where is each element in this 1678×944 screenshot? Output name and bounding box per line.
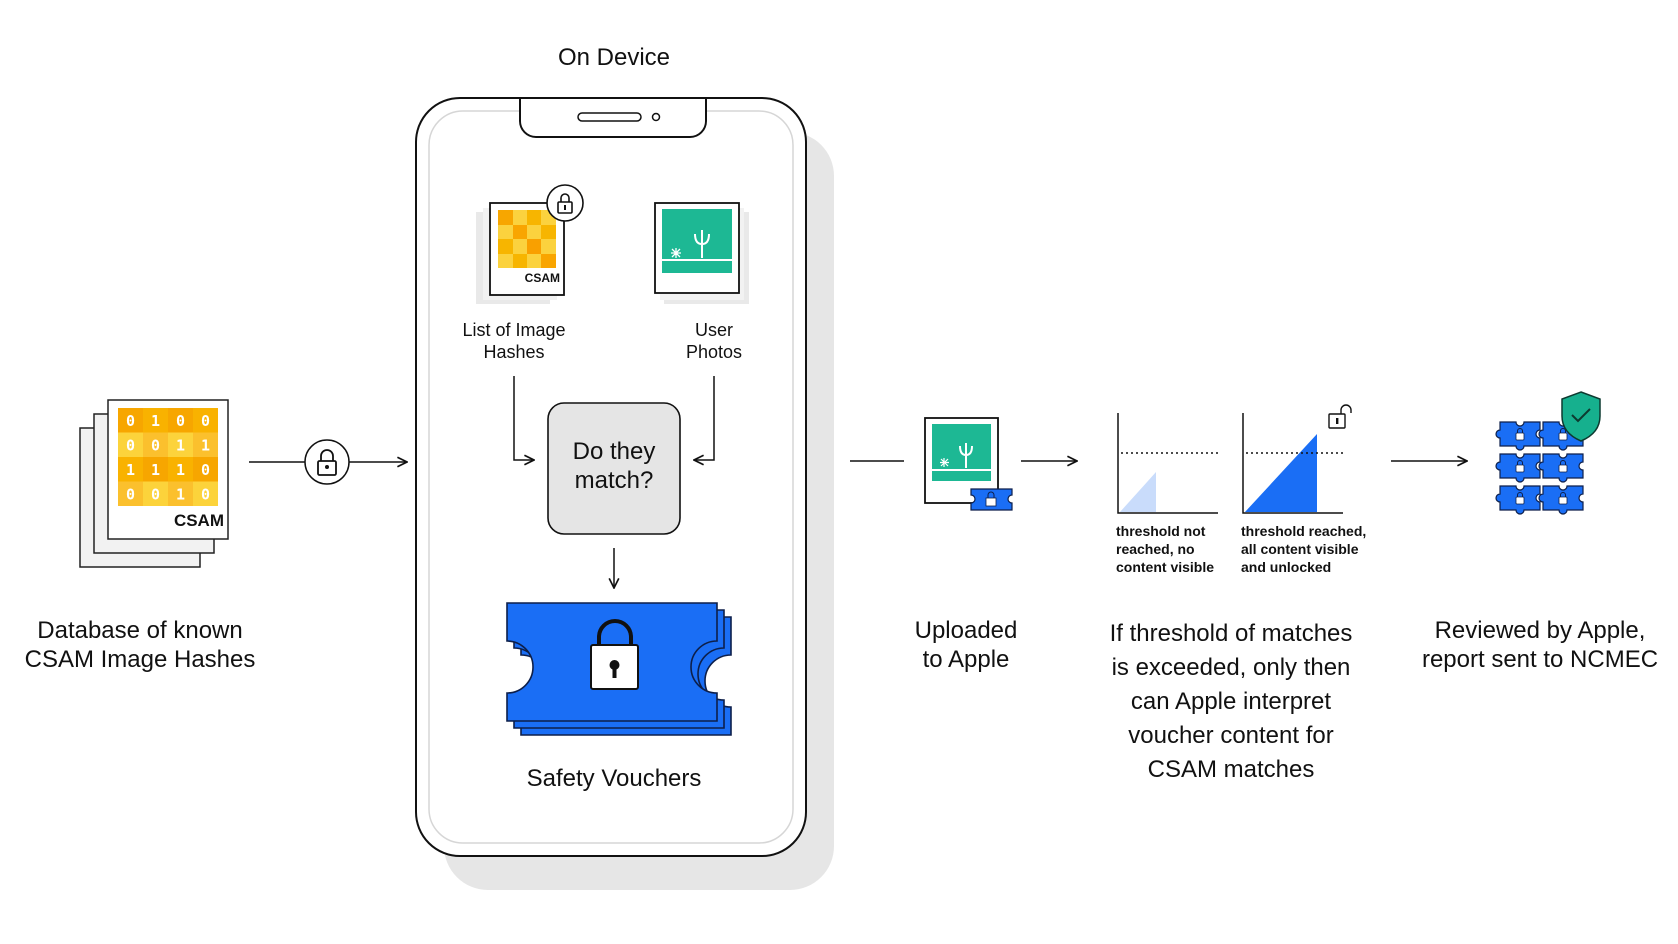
binary-digit: 0 bbox=[176, 412, 185, 430]
binary-digit: 1 bbox=[176, 461, 185, 479]
unlocked-icon bbox=[1328, 404, 1352, 429]
database-csam-badge: CSAM bbox=[173, 511, 224, 530]
binary-cell bbox=[168, 457, 193, 482]
threshold-reached-label: threshold reached, all content visible a… bbox=[1241, 523, 1367, 575]
binary-cell bbox=[193, 432, 218, 457]
threshold-not-reached-chart bbox=[1117, 413, 1218, 514]
database-caption: Database of known CSAM Image Hashes bbox=[24, 617, 256, 673]
binary-digit: 1 bbox=[151, 461, 160, 479]
binary-cell bbox=[118, 408, 143, 433]
binary-cell bbox=[193, 408, 218, 433]
match-question: Do they match? bbox=[572, 438, 656, 494]
binary-cell bbox=[168, 481, 193, 506]
lock-icon bbox=[304, 439, 350, 485]
binary-digit: 1 bbox=[151, 412, 160, 430]
binary-digit: 0 bbox=[201, 486, 210, 504]
vouchers-grid-icon bbox=[1495, 421, 1584, 515]
threshold-not-reached-label: threshold not reached, no content visibl… bbox=[1116, 523, 1215, 575]
binary-cell bbox=[168, 408, 193, 433]
binary-cell bbox=[118, 432, 143, 457]
user-photo-icon bbox=[654, 202, 749, 304]
review-caption: Reviewed by Apple, report sent to NCMEC bbox=[1421, 617, 1659, 673]
binary-digit: 0 bbox=[126, 486, 135, 504]
match-box bbox=[547, 402, 681, 535]
hash-list-icon bbox=[476, 184, 584, 304]
on-device-label: On Device bbox=[557, 44, 671, 71]
threshold-caption: If threshold of matches is exceeded, onl… bbox=[1109, 620, 1353, 783]
binary-cell bbox=[143, 457, 168, 482]
binary-digit: 1 bbox=[176, 486, 185, 504]
voucher-icon bbox=[506, 602, 732, 736]
binary-cell bbox=[143, 481, 168, 506]
uploaded-photo-icon bbox=[924, 417, 1013, 511]
upload-caption: Uploaded to Apple bbox=[914, 617, 1018, 673]
hash-list-csam-badge: CSAM bbox=[524, 271, 560, 285]
binary-cell bbox=[193, 457, 218, 482]
binary-digit: 0 bbox=[201, 461, 210, 479]
binary-digit: 0 bbox=[151, 486, 160, 504]
binary-digit: 0 bbox=[126, 412, 135, 430]
user-photos-caption: User Photos bbox=[685, 320, 743, 362]
binary-cell bbox=[168, 432, 193, 457]
hash-list-caption: List of Image Hashes bbox=[462, 320, 566, 362]
shield-check-icon bbox=[1561, 391, 1601, 442]
binary-cell bbox=[118, 481, 143, 506]
binary-cell bbox=[143, 432, 168, 457]
binary-digit: 0 bbox=[201, 412, 210, 430]
binary-digit: 0 bbox=[126, 437, 135, 455]
binary-digit: 1 bbox=[126, 461, 135, 479]
binary-digit: 1 bbox=[176, 437, 185, 455]
threshold-reached-chart bbox=[1242, 404, 1352, 514]
binary-digit: 0 bbox=[151, 437, 160, 455]
binary-cell bbox=[143, 408, 168, 433]
binary-cell bbox=[193, 481, 218, 506]
binary-digit: 1 bbox=[201, 437, 210, 455]
safety-vouchers-caption: Safety Vouchers bbox=[526, 765, 702, 792]
binary-cell bbox=[118, 457, 143, 482]
